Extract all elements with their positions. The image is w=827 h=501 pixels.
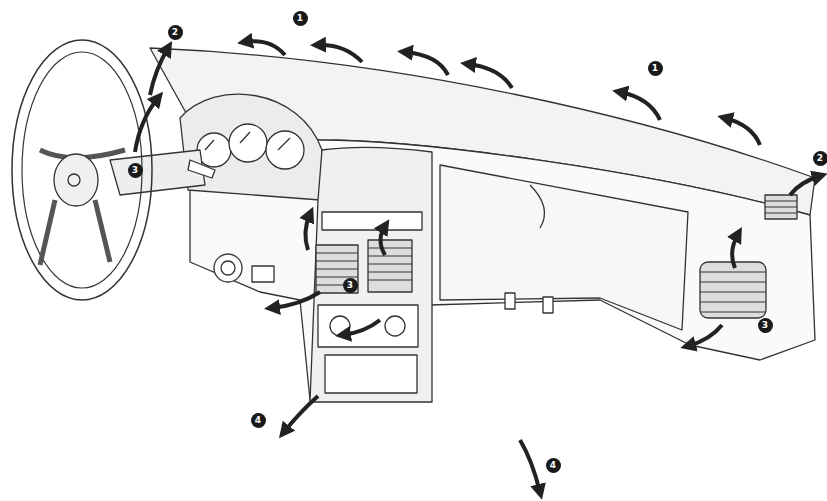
callout-number: 4 bbox=[546, 458, 561, 473]
center-console bbox=[310, 147, 432, 402]
heater-controls bbox=[318, 305, 418, 347]
ignition bbox=[221, 261, 235, 275]
airflow-arrows bbox=[135, 41, 820, 492]
stalk bbox=[188, 160, 215, 178]
wheel-hub bbox=[54, 154, 98, 206]
glovebox-crease bbox=[530, 185, 544, 228]
vent-louvres bbox=[316, 248, 412, 285]
side-vent bbox=[700, 262, 766, 318]
gauge bbox=[266, 131, 304, 169]
callout-number: 3 bbox=[758, 318, 773, 333]
switch bbox=[505, 293, 515, 309]
steering-wheel bbox=[12, 40, 152, 300]
steering-column bbox=[110, 150, 205, 195]
callout-number: 2 bbox=[813, 151, 827, 166]
callout-number: 1 bbox=[648, 61, 663, 76]
glovebox bbox=[440, 165, 688, 330]
storage-cubby bbox=[325, 355, 417, 393]
callout-number: 3 bbox=[128, 163, 143, 178]
vent-louvres bbox=[700, 272, 766, 312]
horn-logo bbox=[68, 174, 80, 186]
control-knob bbox=[385, 316, 405, 336]
dash-face bbox=[190, 120, 815, 400]
callout-number: 3 bbox=[343, 278, 358, 293]
gauge-needles bbox=[205, 132, 290, 150]
switch bbox=[252, 266, 274, 282]
wheel-spokes bbox=[40, 150, 125, 265]
hazard-strip bbox=[322, 212, 422, 230]
gauge bbox=[229, 124, 267, 162]
callout-number: 2 bbox=[168, 25, 183, 40]
side-window-vent bbox=[765, 195, 797, 219]
switch bbox=[543, 297, 553, 313]
callout-number: 1 bbox=[293, 11, 308, 26]
vent-louvres bbox=[765, 201, 797, 213]
callout-number: 4 bbox=[251, 413, 266, 428]
ignition bbox=[214, 254, 242, 282]
steering-wheel bbox=[22, 52, 142, 288]
